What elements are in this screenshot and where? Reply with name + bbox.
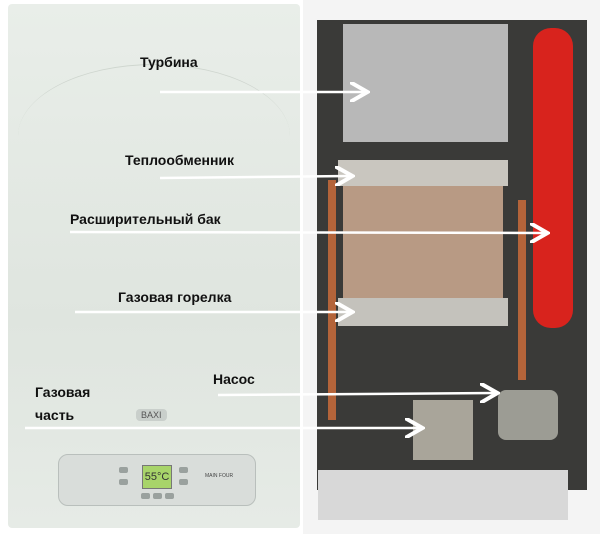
label-gas-burner: Газовая горелка bbox=[118, 289, 232, 305]
control-panel: 55°C MAIN FOUR bbox=[58, 454, 256, 506]
turbine-unit bbox=[343, 24, 508, 142]
label-gas-part-line2: часть bbox=[35, 407, 75, 423]
copper-pipe bbox=[328, 180, 336, 420]
control-button bbox=[119, 467, 128, 473]
heat-exchanger-unit bbox=[338, 160, 508, 186]
lcd-display: 55°C bbox=[142, 465, 172, 489]
control-button bbox=[179, 479, 188, 485]
cover-contour bbox=[18, 64, 290, 425]
control-button bbox=[179, 467, 188, 473]
copper-pipe bbox=[518, 200, 526, 380]
model-name: MAIN FOUR bbox=[205, 473, 234, 479]
brand-logo: BAXI bbox=[136, 409, 167, 421]
expansion-tank-unit bbox=[533, 28, 573, 328]
control-button bbox=[119, 479, 128, 485]
control-button bbox=[165, 493, 174, 499]
label-pump: Насос bbox=[213, 371, 255, 387]
expansion-tank-arrow bbox=[69, 232, 545, 233]
label-heat-exchanger: Теплообменник bbox=[125, 152, 235, 168]
combustion-chamber bbox=[343, 186, 503, 306]
control-button bbox=[141, 493, 150, 499]
bottom-tray bbox=[318, 470, 568, 520]
label-turbine: Турбина bbox=[140, 54, 198, 70]
label-gas-part-line1: Газовая bbox=[35, 384, 91, 400]
control-button bbox=[153, 493, 162, 499]
gas-burner-unit bbox=[338, 298, 508, 326]
label-expansion-tank: Расширительный бак bbox=[70, 211, 221, 227]
pump-arrow bbox=[217, 393, 495, 395]
pump-unit bbox=[498, 390, 558, 440]
heat-exchanger-arrow bbox=[159, 176, 350, 178]
